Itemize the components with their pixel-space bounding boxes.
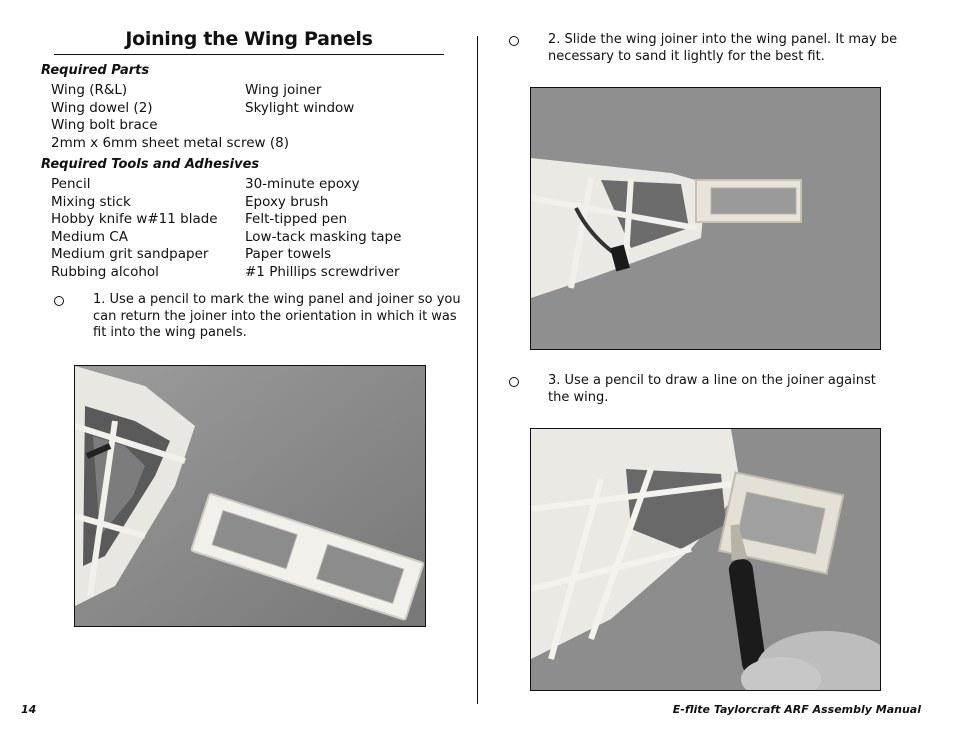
tools-heading: Required Tools and Adhesives: [41, 157, 260, 172]
required-parts-right-list: Wing joiner Skylight window: [245, 82, 354, 117]
part-item: Wing (R&L): [51, 82, 128, 98]
step-3-photo: [530, 428, 881, 691]
required-parts-heading: Required Parts: [41, 63, 150, 78]
step-2-photo: [530, 87, 881, 350]
tool-item: Paper towels: [245, 246, 332, 263]
wing-panel-and-joiner-photo: [75, 366, 425, 626]
step-2-checkbox[interactable]: [509, 36, 519, 46]
tool-item: Rubbing alcohol: [51, 263, 159, 280]
step-3-text: 3. Use a pencil to draw a line on the jo…: [548, 373, 876, 406]
step-line: 1. Use a pencil to mark the wing panel a…: [93, 292, 461, 307]
tool-item: 30-minute epoxy: [245, 176, 360, 192]
step-1-text: 1. Use a pencil to mark the wing panel a…: [93, 292, 461, 342]
step-2-text: 2. Slide the wing joiner into the wing p…: [548, 32, 897, 65]
tools-left-list: Pencil Mixing stick Hobby knife w#11 bla…: [51, 176, 218, 282]
title-rule: [54, 54, 444, 55]
part-item: Skylight window: [245, 99, 355, 116]
tool-item: Epoxy brush: [245, 193, 329, 210]
tool-item: #1 Phillips screwdriver: [245, 263, 400, 280]
tools-right-list: 30-minute epoxy Epoxy brush Felt-tipped …: [245, 176, 401, 282]
page-number: 14: [21, 703, 37, 716]
step-line: 3. Use a pencil to draw a line on the jo…: [548, 373, 876, 388]
pencil-marking-joiner-photo: [531, 429, 880, 690]
page-title: Joining the Wing Panels: [125, 28, 373, 50]
step-line: the wing.: [548, 389, 609, 405]
manual-title: E-flite Taylorcraft ARF Assembly Manual: [672, 703, 921, 716]
step-line: can return the joiner into the orientati…: [93, 308, 457, 324]
step-1-checkbox[interactable]: [54, 296, 64, 306]
part-item: 2mm x 6mm sheet metal screw (8): [51, 134, 289, 151]
step-line: 2. Slide the wing joiner into the wing p…: [548, 32, 898, 47]
part-item: Wing bolt brace: [51, 117, 158, 134]
joiner-in-wing-photo: [531, 88, 880, 349]
step-line: necessary to sand it lightly for the bes…: [548, 48, 825, 64]
tool-item: Hobby knife w#11 blade: [51, 211, 218, 228]
tool-item: Medium grit sandpaper: [51, 246, 209, 263]
tool-item: Mixing stick: [51, 193, 131, 210]
column-divider: [477, 36, 478, 704]
step-1-photo: [74, 365, 426, 627]
tool-item: Pencil: [51, 176, 91, 192]
tool-item: Medium CA: [51, 228, 128, 245]
part-item: Wing joiner: [245, 82, 322, 98]
tool-item: Low-tack masking tape: [245, 228, 402, 245]
tool-item: Felt-tipped pen: [245, 211, 348, 228]
step-line: fit into the wing panels.: [93, 325, 247, 341]
required-parts-left-list: Wing (R&L) Wing dowel (2) Wing bolt brac…: [51, 82, 289, 152]
step-3-checkbox[interactable]: [509, 377, 519, 387]
part-item: Wing dowel (2): [51, 99, 153, 116]
